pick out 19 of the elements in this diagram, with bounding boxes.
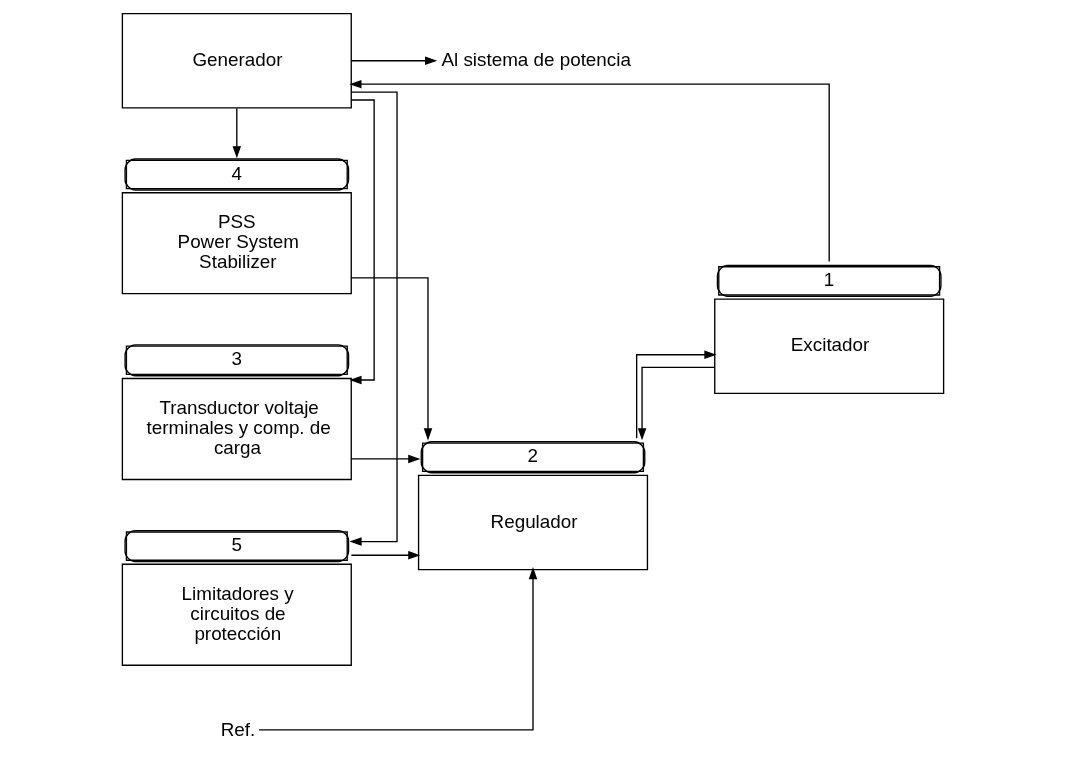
arrow [350, 56, 437, 66]
arrow [348, 79, 830, 263]
arrow [350, 454, 420, 464]
node-label: 3 [230, 348, 242, 370]
node-label: 4 [230, 162, 242, 184]
arrow [350, 551, 420, 560]
node-text: Al sistema de potencia [440, 49, 631, 71]
node-label: 1 [823, 268, 834, 290]
arrow [350, 277, 432, 441]
node-box: Generador [121, 12, 352, 109]
arrow [635, 350, 716, 440]
arrow [349, 91, 398, 546]
arrow [232, 107, 241, 159]
node-text: Ref. [220, 718, 255, 740]
arrow [257, 567, 537, 731]
arrow [348, 99, 375, 385]
node-label: 5 [230, 534, 242, 556]
arrow [637, 366, 715, 441]
node-label: 2 [527, 445, 538, 467]
